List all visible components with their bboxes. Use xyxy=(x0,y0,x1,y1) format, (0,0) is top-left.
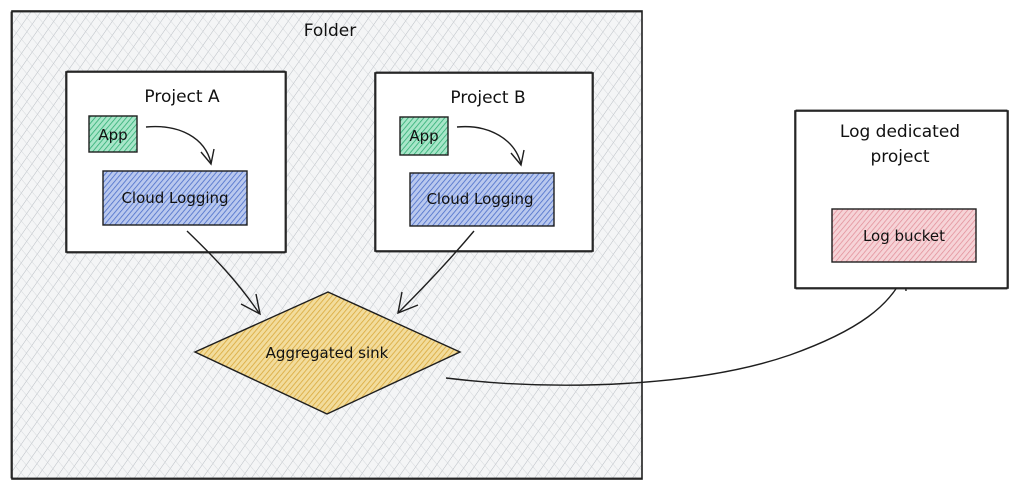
project-a-app-to-logging-arrow xyxy=(145,125,215,166)
project-b-app-to-logging-arrow xyxy=(456,125,525,167)
project-b-app-box: App xyxy=(399,116,449,156)
project-a-logging-label: Cloud Logging xyxy=(121,189,228,207)
folder-label: Folder xyxy=(304,21,357,41)
log-bucket-label: Log bucket xyxy=(863,227,945,245)
project-b-to-sink-arrow xyxy=(397,230,475,315)
aggregated-sink: Aggregated sink xyxy=(193,291,462,415)
project-a-box: Project A App Cloud Logging xyxy=(65,70,287,254)
log-project-label-line1: Log dedicated xyxy=(840,122,960,142)
project-a-logging-box: Cloud Logging xyxy=(102,170,248,226)
log-project-label-line2: project xyxy=(870,147,929,167)
project-a-to-sink-arrow xyxy=(186,230,261,316)
log-dedicated-project-box: Log dedicated project Log bucket xyxy=(794,109,1009,290)
log-bucket-box: Log bucket xyxy=(831,208,977,263)
project-b-logging-label: Cloud Logging xyxy=(426,190,533,208)
project-a-app-label: App xyxy=(98,126,127,144)
project-b-box: Project B App Cloud Logging xyxy=(374,71,594,253)
project-b-app-label: App xyxy=(409,127,438,145)
project-b-label: Project B xyxy=(450,88,525,108)
project-a-label: Project A xyxy=(144,87,220,107)
aggregated-sink-label: Aggregated sink xyxy=(266,344,389,362)
project-a-app-box: App xyxy=(88,115,138,153)
project-b-logging-box: Cloud Logging xyxy=(409,172,555,227)
